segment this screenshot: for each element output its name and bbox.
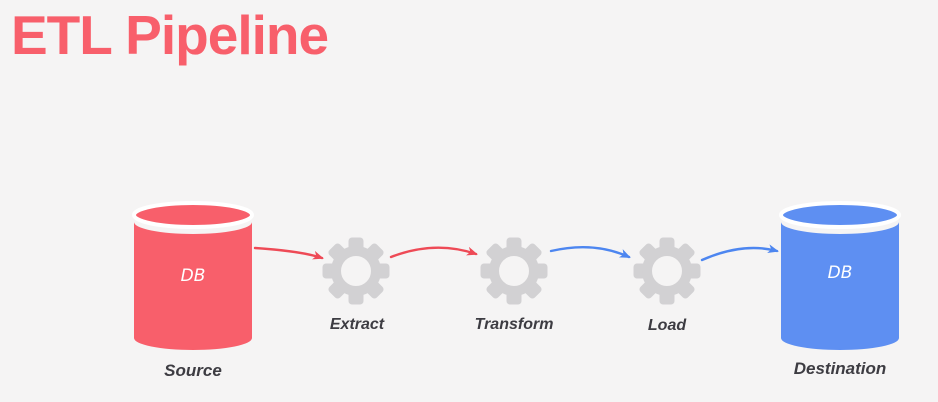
destination-database-cylinder: DB: [779, 201, 901, 350]
step-label-load: Load: [648, 317, 687, 334]
cylinder-body: [781, 222, 899, 350]
gear-icon: [323, 238, 390, 305]
cylinder-top: [132, 201, 254, 229]
arrow-load-to-destination: [700, 244, 779, 262]
source-caption: Source: [164, 361, 222, 380]
gear-icon: [634, 238, 701, 305]
arrow-extract-to-transform: [389, 246, 478, 259]
source-database-cylinder: DB: [132, 201, 254, 350]
destination-db-text: DB: [828, 263, 853, 283]
page-title: ETL Pipeline: [11, 4, 329, 66]
cylinder-top: [779, 201, 901, 229]
destination-caption: Destination: [794, 359, 887, 378]
arrow-transform-to-load: [549, 245, 631, 259]
source-db-text: DB: [181, 266, 206, 286]
gear-icon: [481, 238, 548, 305]
cylinder-body: [134, 222, 252, 350]
step-label-transform: Transform: [475, 316, 554, 333]
step-label-extract: Extract: [330, 316, 385, 333]
arrow-source-to-extract: [253, 246, 324, 260]
